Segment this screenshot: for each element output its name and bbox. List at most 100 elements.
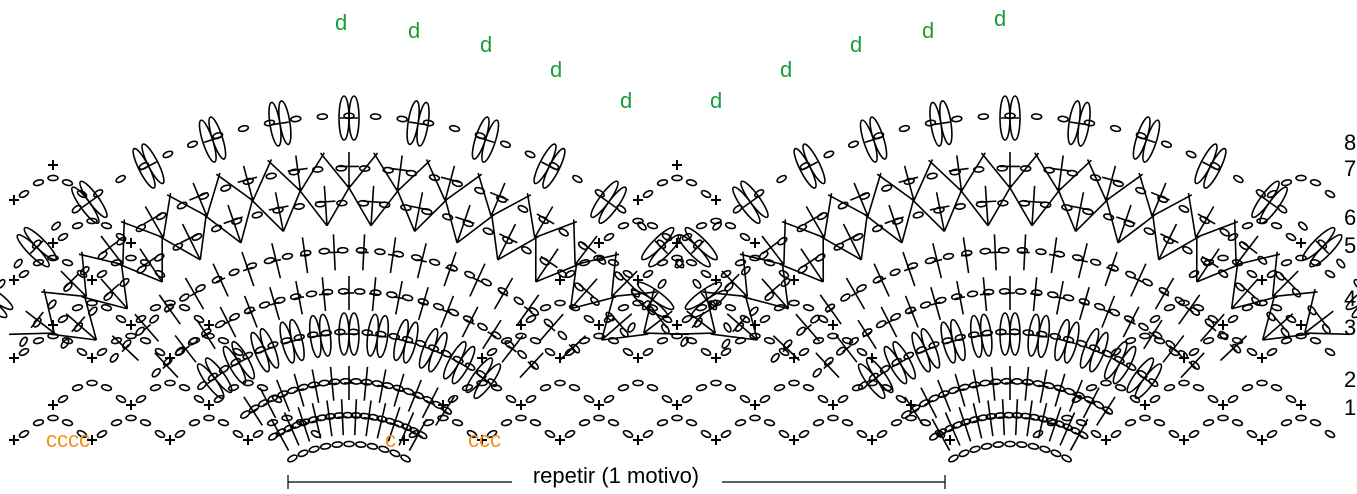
chain-stitch-symbol <box>451 419 464 427</box>
chain-stitch-symbol <box>386 291 398 299</box>
chain-stitch-symbol <box>1094 302 1106 311</box>
chain-stitch-symbol <box>972 166 985 173</box>
chain-stitch-symbol <box>1231 343 1242 354</box>
puff-stitch-bar <box>646 292 659 308</box>
chain-stitch-symbol <box>700 269 712 279</box>
chain-stitch-symbol <box>642 189 654 199</box>
chain-stitch-symbol <box>1027 442 1040 450</box>
chain-stitch-symbol <box>287 454 298 463</box>
chain-stitch-symbol <box>924 256 937 265</box>
chain-stitch-symbol <box>1309 419 1322 427</box>
chain-stitch-symbol <box>960 418 972 426</box>
chain-stitch-symbol <box>482 227 494 236</box>
cluster-stitch-symbol <box>242 165 254 201</box>
double-crochet-bar <box>1050 421 1061 427</box>
chain-stitch-symbol <box>700 429 712 439</box>
chain-stitch-symbol <box>724 304 737 312</box>
chain-stitch-symbol <box>308 445 320 453</box>
chain-stitch-symbol <box>1297 221 1308 231</box>
chain-stitch-symbol <box>721 338 731 349</box>
chain-stitch-symbol <box>944 424 956 433</box>
cluster-stitch-bar <box>223 216 243 225</box>
double-crochet-bar <box>803 323 812 332</box>
cluster-stitch-symbol <box>497 235 539 261</box>
chain-stitch-symbol <box>214 320 226 329</box>
cluster-stitch-symbol <box>1231 278 1259 310</box>
chain-stitch-symbol <box>1295 414 1307 422</box>
chain-stitch-symbol <box>18 189 30 199</box>
cluster-stitch-symbol <box>980 152 1011 189</box>
fan-row-1 <box>268 399 428 451</box>
chain-stitch-symbol <box>61 259 74 267</box>
chain-stitch-symbol <box>636 221 647 231</box>
chain-stitch-symbol <box>125 332 137 340</box>
double-crochet-bar <box>245 309 256 315</box>
chain-stitch-symbol <box>122 339 132 349</box>
chain-stitch-symbol <box>685 337 698 345</box>
chain-stitch-symbol <box>833 242 845 251</box>
chain-stitch-symbol <box>359 412 371 420</box>
chain-stitch-symbol <box>218 364 230 374</box>
chain-stitch-symbol <box>178 384 191 392</box>
chain-stitch-symbol <box>710 379 722 387</box>
double-crochet-bar <box>1126 319 1136 326</box>
chain-stitch-symbol <box>889 268 901 277</box>
chain-stitch-symbol <box>305 290 318 298</box>
chain-stitch-symbol <box>446 264 458 272</box>
chain-stitch-symbol <box>125 254 137 262</box>
chain-stitch-symbol <box>232 429 244 439</box>
chain-stitch-symbol <box>433 302 445 311</box>
chain-stitch-symbol <box>1107 264 1119 272</box>
chain-stitch-symbol <box>823 150 835 159</box>
chain-stitch-symbol <box>642 429 654 439</box>
chain-stitch-symbol <box>401 294 414 302</box>
puff-stitch-bar <box>230 357 248 368</box>
single-crochet-symbol <box>555 435 565 445</box>
chain-stitch-symbol <box>115 394 127 404</box>
single-crochet-symbol <box>1218 320 1228 330</box>
chain-stitch-symbol <box>966 290 979 298</box>
chain-stitch-symbol <box>617 304 630 312</box>
chain-stitch-symbol <box>500 337 513 345</box>
cluster-stitch-bar <box>1240 240 1258 255</box>
marker-d: d <box>335 10 347 35</box>
chain-stitch-symbol <box>1149 394 1161 404</box>
cluster-stitch-symbol <box>490 194 532 217</box>
cluster-stitch-symbol <box>956 155 963 192</box>
chain-stitch-symbol <box>1124 419 1137 427</box>
chain-stitch-symbol <box>936 428 948 437</box>
chain-stitch-symbol <box>358 165 371 172</box>
fan-row-8 <box>627 95 1357 333</box>
chain-stitch-symbol <box>1190 360 1200 370</box>
cluster-stitch-symbol <box>1151 194 1193 217</box>
chain-stitch-symbol <box>32 337 45 345</box>
chain-stitch-symbol <box>93 189 104 198</box>
cluster-stitch-bar <box>237 176 258 184</box>
chain-stitch-symbol <box>890 312 902 321</box>
repeat-label: repetir (1 motivo) <box>533 463 699 488</box>
chain-stitch-symbol <box>203 414 215 422</box>
fan-row-4 <box>812 276 1205 379</box>
cluster-stitch-symbol <box>1074 192 1085 232</box>
double-crochet-bar <box>1103 309 1114 315</box>
chain-stitch-symbol <box>291 421 303 429</box>
chain-stitch-symbol <box>1231 419 1244 427</box>
fan-base-arc <box>287 440 411 463</box>
chain-stitch-symbol <box>382 382 394 390</box>
chain-stitch-symbol <box>739 314 751 324</box>
puff-stitch-bar <box>1070 121 1089 126</box>
chain-stitch-symbol <box>903 351 915 360</box>
chain-stitch-symbol <box>32 259 45 267</box>
double-crochet-bar <box>121 343 130 353</box>
double-crochet-bar <box>181 345 190 353</box>
chain-stitch-symbol <box>1178 204 1190 213</box>
chain-stitch-symbol <box>935 296 947 304</box>
chain-stitch-symbol <box>1047 291 1059 299</box>
chain-stitch-symbol <box>856 347 868 357</box>
chain-stitch-symbol <box>388 332 401 340</box>
double-crochet-bar <box>393 388 404 393</box>
chain-stitch-symbol <box>265 172 277 180</box>
chain-stitch-symbol <box>982 288 995 296</box>
double-crochet-bar <box>142 323 151 332</box>
chain-stitch-symbol <box>583 394 595 404</box>
